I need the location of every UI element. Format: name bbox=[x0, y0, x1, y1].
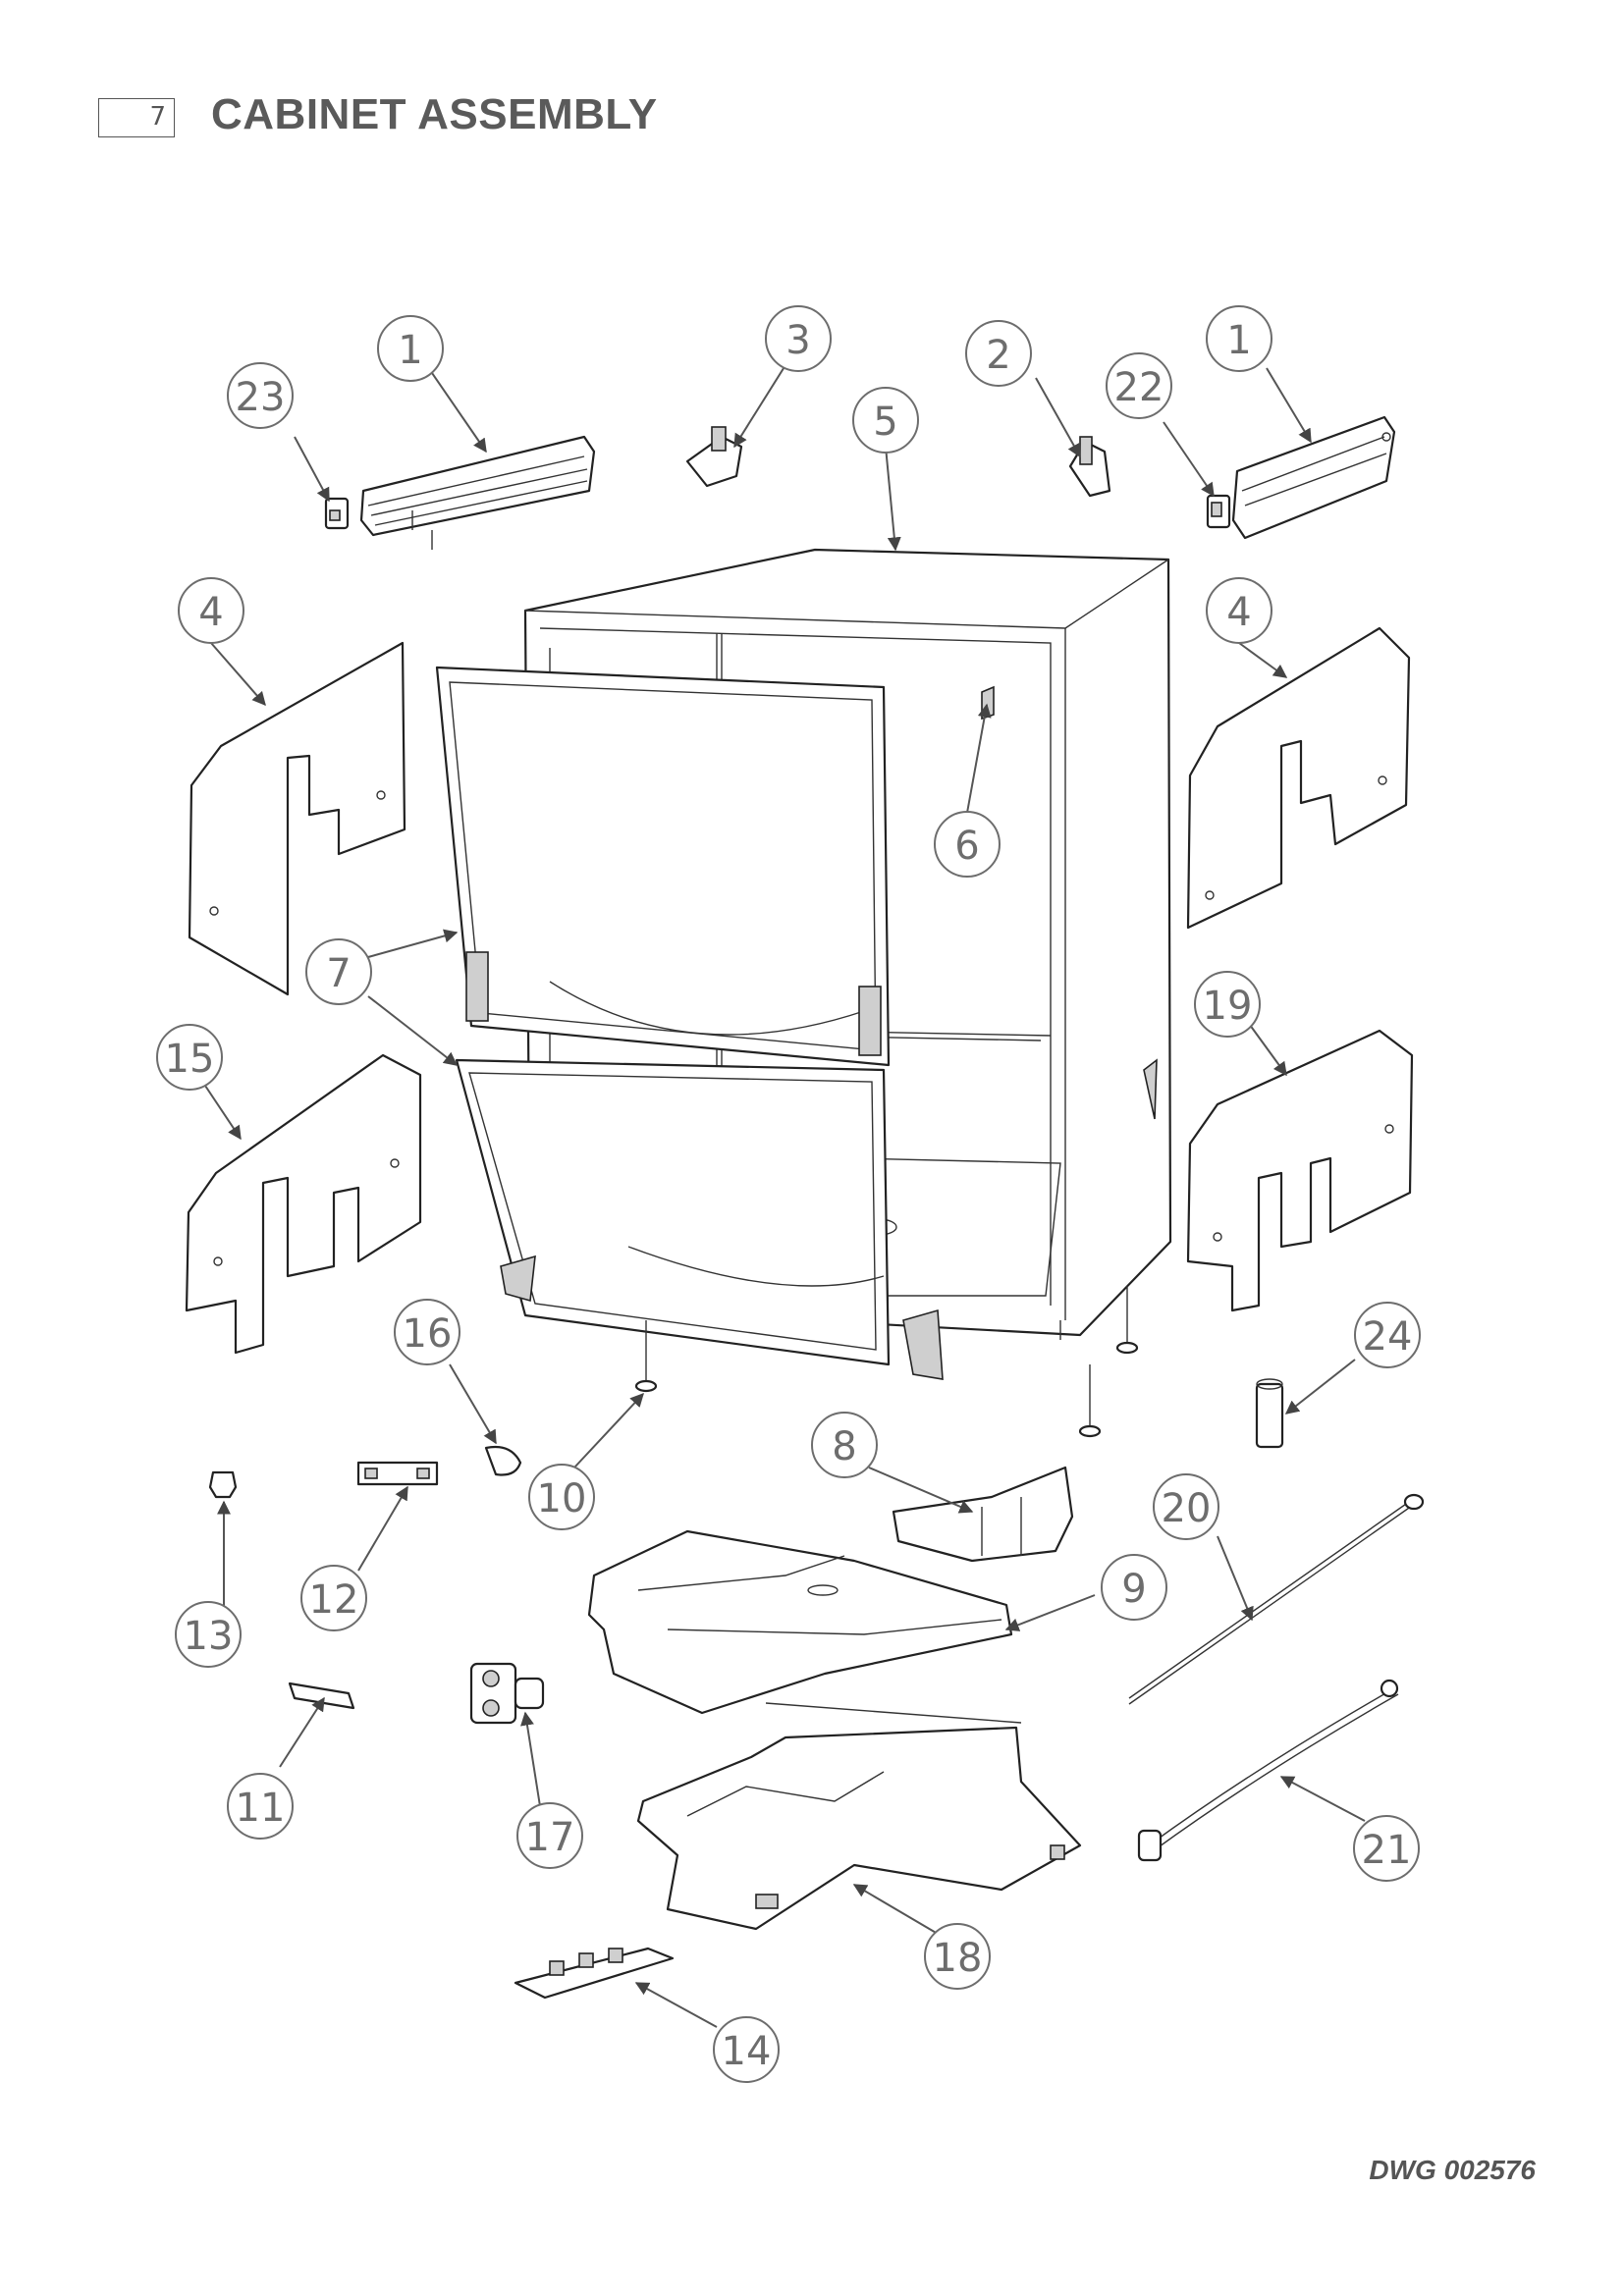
side-panel-right-upper-part bbox=[1186, 626, 1411, 930]
callout-label: 24 bbox=[1363, 1314, 1413, 1360]
hinge-cover-right-part bbox=[1206, 494, 1231, 529]
callout-label: 7 bbox=[326, 951, 351, 996]
callout-4-left: 4 bbox=[178, 577, 244, 644]
callout-label: 21 bbox=[1362, 1828, 1412, 1873]
callout-1-right: 1 bbox=[1206, 305, 1272, 372]
callout-label: 8 bbox=[832, 1424, 856, 1469]
callout-label: 14 bbox=[722, 2029, 772, 2074]
callout-label: 5 bbox=[873, 400, 897, 445]
callout-21: 21 bbox=[1353, 1815, 1420, 1882]
hinge-cover-left-part bbox=[324, 497, 350, 530]
callout-24: 24 bbox=[1354, 1302, 1421, 1368]
control-pcb-14-part bbox=[514, 1947, 675, 2000]
callout-11: 11 bbox=[227, 1773, 294, 1840]
door-seal-frame-upper-part bbox=[435, 666, 891, 1067]
spacer-24-part bbox=[1255, 1378, 1284, 1449]
callout-label: 12 bbox=[309, 1577, 359, 1623]
adjustable-feet-part bbox=[634, 1286, 1139, 1438]
callout-7: 7 bbox=[305, 938, 372, 1005]
callout-23: 23 bbox=[227, 362, 294, 429]
inlet-hose-20-part bbox=[1128, 1493, 1425, 1705]
callout-label: 10 bbox=[537, 1476, 587, 1522]
side-panel-left-upper-part bbox=[188, 641, 406, 996]
callout-8: 8 bbox=[811, 1412, 878, 1478]
section-number: 7 bbox=[149, 102, 166, 132]
base-tray-part bbox=[587, 1529, 1013, 1715]
callout-14: 14 bbox=[713, 2016, 780, 2083]
drawing-number: DWG 002576 bbox=[1369, 2155, 1536, 2185]
section-number-box: 7 bbox=[98, 98, 175, 137]
callout-label: 16 bbox=[403, 1311, 453, 1357]
callout-label: 6 bbox=[954, 824, 979, 869]
callout-3: 3 bbox=[765, 305, 832, 372]
callout-label: 3 bbox=[785, 318, 810, 363]
callout-5: 5 bbox=[852, 387, 919, 454]
callout-label: 20 bbox=[1162, 1486, 1212, 1531]
sensor-11-part bbox=[288, 1682, 355, 1710]
callout-label: 1 bbox=[398, 328, 422, 373]
callout-label: 2 bbox=[986, 333, 1010, 378]
callout-13: 13 bbox=[175, 1601, 242, 1668]
side-panel-left-lower-part bbox=[185, 1053, 422, 1355]
hinge-bracket-3-part bbox=[685, 426, 743, 488]
callout-label: 23 bbox=[236, 375, 286, 420]
callout-15: 15 bbox=[156, 1024, 223, 1091]
callout-label: 4 bbox=[1226, 590, 1251, 635]
door-rail-right-part bbox=[1231, 415, 1396, 540]
inlet-valve-17-part bbox=[469, 1662, 545, 1725]
door-rail-left-part bbox=[359, 435, 596, 550]
base-frame-18-part bbox=[636, 1702, 1082, 1931]
callout-12: 12 bbox=[300, 1565, 367, 1631]
callout-label: 1 bbox=[1226, 318, 1251, 363]
callout-22: 22 bbox=[1106, 352, 1172, 419]
callout-1-left: 1 bbox=[377, 315, 444, 382]
callout-label: 22 bbox=[1114, 365, 1164, 410]
bracket-12-part bbox=[356, 1461, 439, 1486]
callout-19: 19 bbox=[1194, 971, 1261, 1038]
callout-label: 4 bbox=[198, 590, 223, 635]
drain-hose-21-part bbox=[1137, 1679, 1399, 1862]
callout-label: 15 bbox=[165, 1037, 215, 1082]
hinge-bracket-2-part bbox=[1068, 436, 1111, 498]
fastener-13-part bbox=[208, 1470, 238, 1499]
callout-6: 6 bbox=[934, 811, 1001, 878]
leader-lines bbox=[200, 364, 1366, 2028]
callout-10: 10 bbox=[528, 1464, 595, 1530]
callout-17: 17 bbox=[516, 1802, 583, 1869]
callout-label: 13 bbox=[184, 1614, 234, 1659]
side-panel-right-lower-part bbox=[1186, 1029, 1414, 1312]
callout-label: 18 bbox=[933, 1936, 983, 1981]
door-seal-frame-lower-part bbox=[455, 1058, 944, 1380]
callout-label: 9 bbox=[1121, 1567, 1146, 1612]
callout-label: 19 bbox=[1203, 984, 1253, 1029]
callout-18: 18 bbox=[924, 1923, 991, 1990]
page-title: CABINET ASSEMBLY bbox=[211, 90, 658, 138]
callout-2: 2 bbox=[965, 320, 1032, 387]
callout-label: 11 bbox=[236, 1786, 286, 1831]
callout-4-right: 4 bbox=[1206, 577, 1272, 644]
callout-20: 20 bbox=[1153, 1473, 1219, 1540]
callout-16: 16 bbox=[394, 1299, 460, 1365]
callout-label: 17 bbox=[525, 1815, 575, 1860]
clip-16-part bbox=[484, 1445, 522, 1476]
callout-9: 9 bbox=[1101, 1554, 1167, 1621]
bracket-8-part bbox=[892, 1466, 1074, 1563]
